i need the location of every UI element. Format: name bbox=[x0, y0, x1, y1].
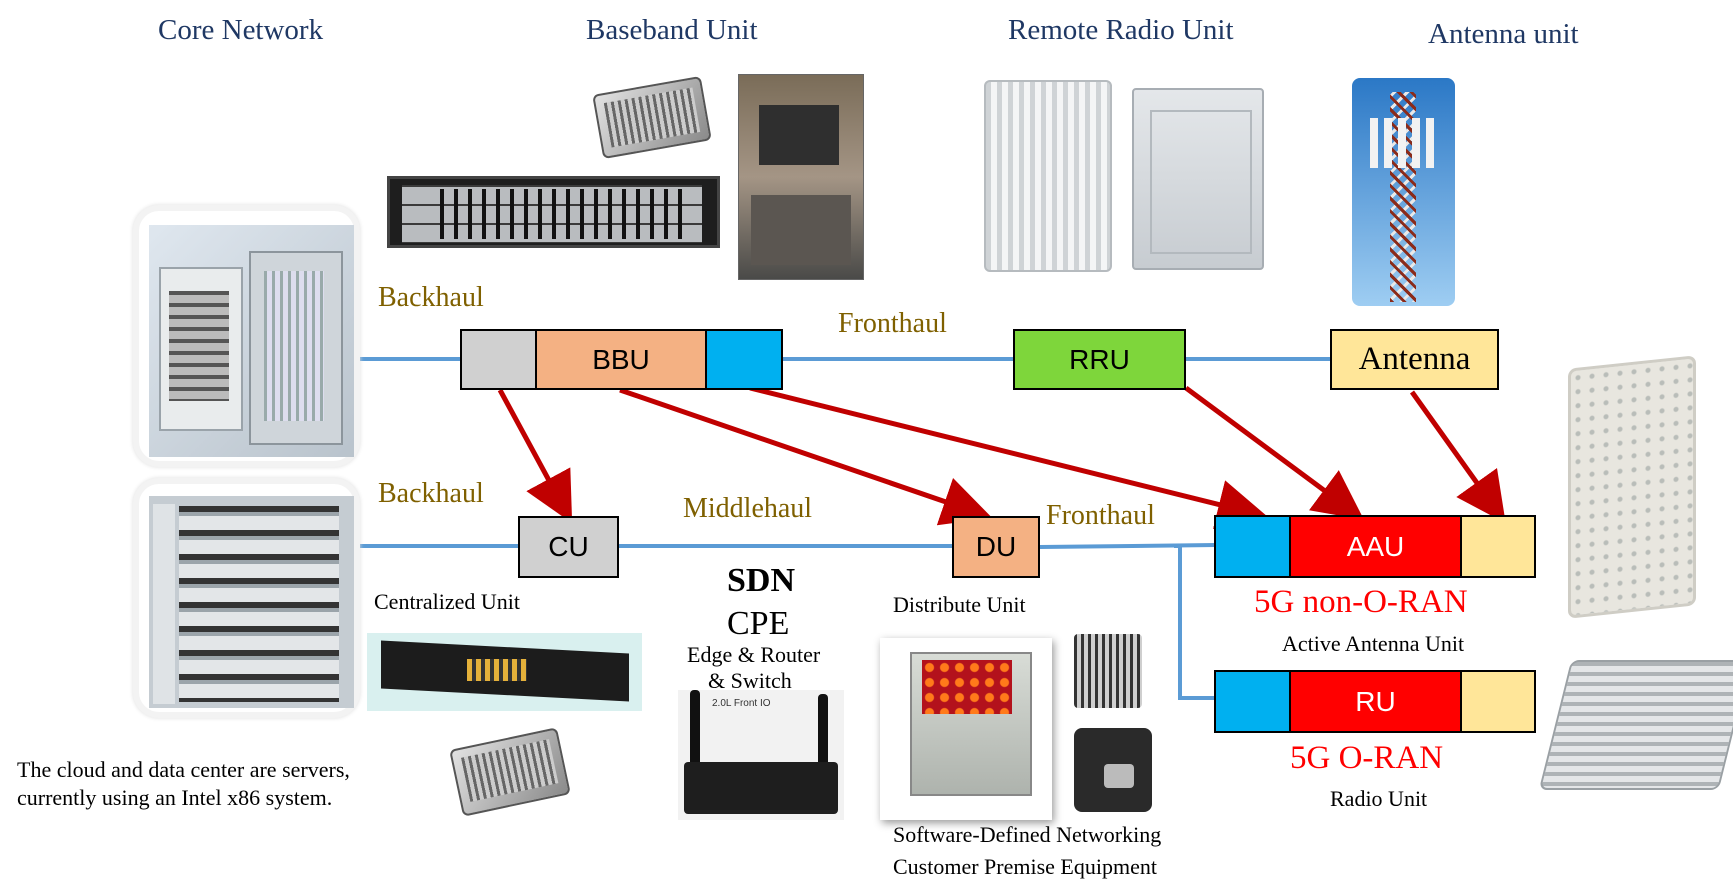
antenna-tower-image bbox=[1352, 78, 1455, 306]
ru-device-image bbox=[1538, 660, 1733, 790]
edge-router-line1: Edge & Router bbox=[687, 642, 821, 667]
rru-box-image bbox=[1132, 88, 1264, 270]
baseband-board-photo bbox=[738, 74, 864, 280]
header-remote-radio-unit: Remote Radio Unit bbox=[1008, 14, 1234, 46]
sdn-cpe-caption-line2: Customer Premise Equipment bbox=[893, 854, 1157, 879]
fronthaul-bottom-line bbox=[1039, 543, 1217, 549]
rru-box: RRU bbox=[1013, 329, 1186, 390]
cpe-front-io-label: 2.0L Front IO bbox=[712, 698, 771, 709]
ru-box: RU bbox=[1289, 670, 1462, 733]
centralized-unit-caption: Centralized Unit bbox=[374, 589, 521, 614]
core-network-rack-image bbox=[133, 478, 360, 718]
sdn-cpe-caption-line1: Software-Defined Networking bbox=[893, 822, 1162, 847]
active-antenna-unit-caption: Active Antenna Unit bbox=[1282, 631, 1465, 656]
cloud-caption-line2: currently using an Intel x86 system. bbox=[17, 785, 333, 810]
arrow-bbu-to-aau bbox=[749, 385, 1268, 529]
oran-title: 5G O-RAN bbox=[1290, 740, 1444, 776]
fronthaul-top-label: Fronthaul bbox=[838, 308, 947, 339]
rru-finned-image bbox=[984, 80, 1112, 272]
bbu-cyan-segment bbox=[705, 329, 783, 390]
sdn-title: SDN bbox=[727, 562, 796, 599]
cloud-caption-line1: The cloud and data center are servers, bbox=[17, 757, 350, 782]
cu-server-image bbox=[367, 633, 642, 711]
cpe-title: CPE bbox=[727, 605, 790, 642]
header-antenna-unit: Antenna unit bbox=[1428, 18, 1579, 50]
backhaul-bottom-label: Backhaul bbox=[378, 478, 484, 509]
antenna-box: Antenna bbox=[1330, 329, 1499, 390]
aau-label: AAU bbox=[1346, 530, 1405, 562]
ru-label: RU bbox=[1355, 685, 1396, 717]
ru-cyan-segment bbox=[1214, 670, 1291, 733]
baseband-chassis-image bbox=[387, 176, 720, 248]
aau-box: AAU bbox=[1289, 515, 1462, 578]
header-baseband-unit: Baseband Unit bbox=[586, 14, 758, 46]
aau-cyan-segment bbox=[1214, 515, 1291, 578]
aau-device-image bbox=[1568, 355, 1696, 619]
middlehaul-label: Middlehaul bbox=[683, 493, 813, 524]
du-box: DU bbox=[952, 516, 1040, 578]
du-heatsink-top-image bbox=[1074, 634, 1142, 708]
fronthaul-bottom-label: Fronthaul bbox=[1046, 500, 1155, 531]
cu-box: CU bbox=[518, 516, 619, 578]
core-network-cabinet-image bbox=[133, 205, 360, 467]
fronthaul-ru-line bbox=[1174, 544, 1216, 700]
backhaul-top-label: Backhaul bbox=[378, 282, 484, 313]
du-label: DU bbox=[975, 531, 1017, 562]
aau-yellow-segment bbox=[1460, 515, 1536, 578]
du-board-image bbox=[880, 638, 1052, 820]
bbu-gray-segment bbox=[460, 329, 537, 390]
bbu-box: BBU bbox=[535, 329, 707, 390]
bbu-label: BBU bbox=[592, 343, 650, 375]
non-oran-title: 5G non-O-RAN bbox=[1254, 584, 1468, 620]
rru-label: RRU bbox=[1069, 343, 1130, 375]
arrow-antenna-to-aau bbox=[1409, 390, 1506, 524]
arrow-bbu-to-cu bbox=[497, 388, 573, 524]
arrow-bbu-to-du bbox=[619, 387, 993, 526]
du-heatsink-bottom-image bbox=[1074, 728, 1152, 812]
header-core-network: Core Network bbox=[158, 14, 324, 46]
distribute-unit-caption: Distribute Unit bbox=[893, 592, 1026, 617]
antenna-label: Antenna bbox=[1358, 341, 1471, 377]
edge-router-line2: & Switch bbox=[708, 668, 792, 693]
radio-unit-caption: Radio Unit bbox=[1330, 786, 1428, 811]
cpe-device-image: 2.0L Front IO bbox=[678, 690, 844, 820]
arrow-rru-to-aau bbox=[1184, 385, 1365, 520]
ru-yellow-segment bbox=[1460, 670, 1536, 733]
cu-label: CU bbox=[548, 531, 589, 562]
